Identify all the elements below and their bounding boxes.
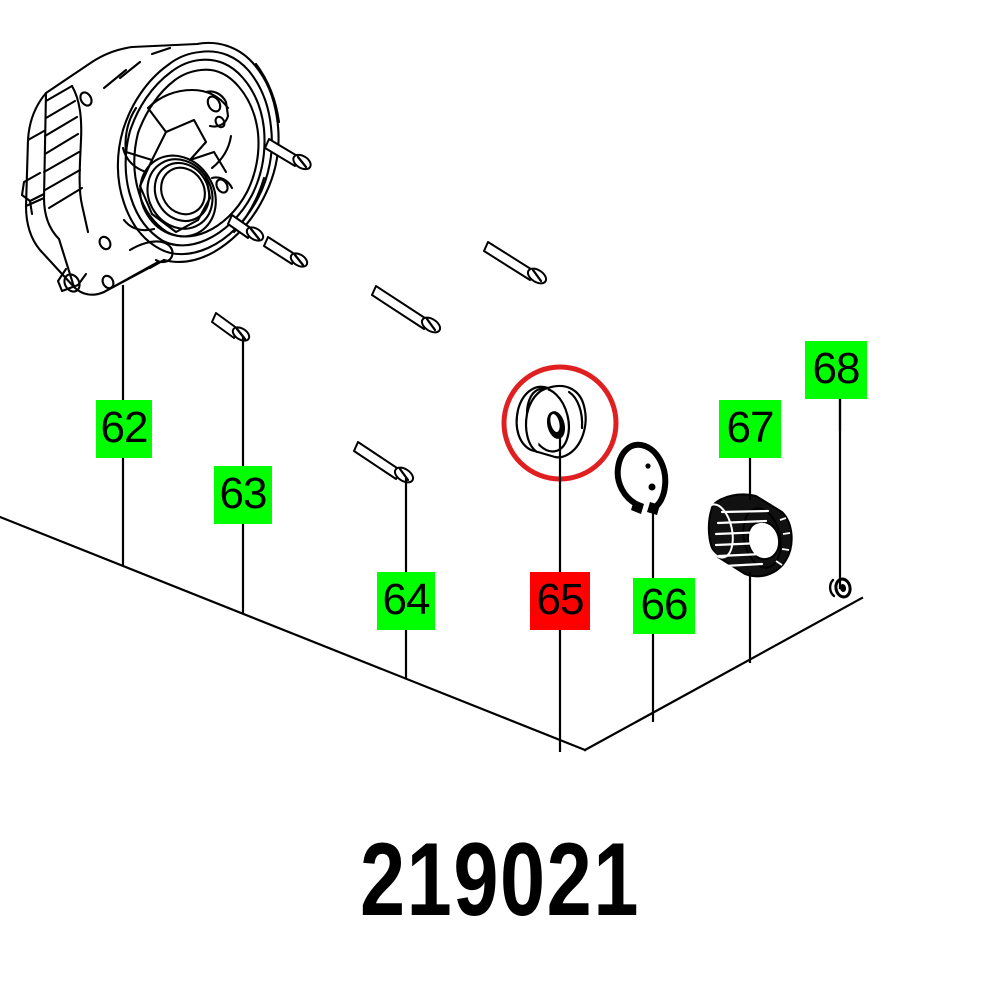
slotted-screw: [264, 138, 312, 171]
slotted-screw: [211, 312, 251, 342]
toothed-pulley-part: [702, 493, 793, 578]
slotted-screw: [263, 236, 309, 268]
leader-lines: [121, 285, 842, 752]
slotted-screw: [483, 241, 548, 285]
callout-68[interactable]: 68: [805, 341, 867, 399]
callout-65[interactable]: 65: [530, 572, 590, 630]
callout-67[interactable]: 67: [719, 400, 781, 458]
callout-64[interactable]: 64: [377, 572, 435, 630]
part-number-text: 219021: [359, 822, 641, 938]
callout-63[interactable]: 63: [214, 466, 272, 524]
retaining-ring-detail: [631, 463, 660, 515]
slotted-screw: [353, 441, 415, 484]
callout-66[interactable]: 66: [633, 578, 695, 634]
callout-62[interactable]: 62: [96, 400, 152, 458]
slotted-screw: [227, 214, 265, 242]
retaining-ring-part: [614, 441, 669, 511]
gear-housing-part: [20, 41, 281, 296]
washer-spacer-part: [515, 384, 587, 459]
screw-group: [211, 138, 548, 484]
slotted-screw: [371, 285, 442, 334]
